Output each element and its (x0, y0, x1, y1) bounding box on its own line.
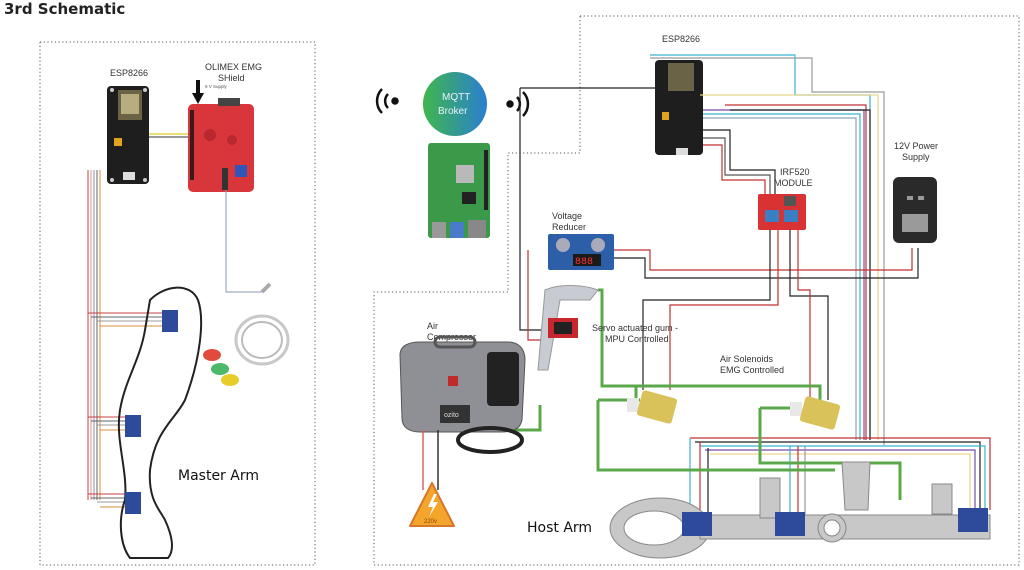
servo-air-gun (537, 285, 599, 371)
host-wire-harness (519, 54, 991, 515)
master-wire-bundle (87, 170, 163, 508)
voltage-reducer-label-2: Reducer (552, 222, 586, 232)
wifi-right-icon (506, 91, 530, 117)
air-solenoid-left (627, 390, 678, 424)
emg-electrode-cable (203, 282, 290, 386)
broker-label: Broker (438, 106, 468, 117)
voltage-reducer-label-1: Voltage (552, 211, 582, 221)
psu-label-1: 12V Power (894, 141, 938, 151)
master-esp-label: ESP8266 (110, 68, 148, 78)
mpu-sensor-forearm (125, 415, 141, 437)
mpu-sensor-host-end (958, 508, 988, 532)
compressor-label-1: Air (427, 321, 438, 331)
raspberry-pi-board (428, 143, 490, 238)
master-arm-label: Master Arm (178, 468, 259, 484)
emg-shield-label-1: OLIMEX EMG (205, 62, 262, 72)
mqtt-label: MQTT (442, 92, 470, 103)
host-arm-mechanism (609, 461, 991, 559)
air-compressor (399, 335, 526, 454)
arrow-down-icon (192, 80, 204, 104)
solenoid-label-1: Air Solenoids (720, 354, 774, 364)
voltage-reducer-board (548, 234, 614, 270)
mqtt-broker-group: MQTT Broker (375, 72, 530, 238)
host-arm-label: Host Arm (527, 520, 592, 536)
psu-label-2: Supply (902, 152, 930, 162)
air-solenoid-right (790, 396, 841, 430)
master-esp8266-board (107, 86, 149, 184)
emg-cable-wire (225, 190, 262, 293)
host-esp-label: ESP8266 (662, 34, 700, 44)
mpu-sensor-host-base (682, 512, 712, 536)
master-panel-border (39, 41, 316, 566)
wifi-left-icon (375, 88, 399, 114)
mqtt-broker-badge (423, 72, 487, 136)
servo-label-2: MPU Controlled (605, 334, 669, 344)
master-arm-panel: ESP8266 OLIMEX EMG SHield 9 V Supply (39, 41, 316, 566)
reducer-display: 888 (575, 257, 593, 268)
host-panel-border (373, 15, 1020, 566)
irf520-label-1: IRF520 (780, 167, 810, 177)
servo-label-1: Servo actuated gum - (592, 323, 678, 333)
supply-label: 9 V Supply (205, 84, 228, 89)
warning-label: 220v (424, 519, 437, 525)
irf520-module-board (758, 194, 806, 230)
solenoid-label-2: EMG Controlled (720, 365, 784, 375)
mpu-sensor-host-middle (775, 512, 805, 536)
irf520-label-2: MODULE (774, 178, 813, 188)
mpu-sensor-wrist (125, 492, 141, 514)
emg-shield-label-2: SHield (218, 73, 245, 83)
page-title: 3rd Schematic (4, 0, 126, 18)
compressor-brand: ozito (444, 412, 459, 419)
olimex-emg-shield-board (188, 98, 254, 192)
host-esp8266-board (655, 60, 703, 155)
power-supply-adapter (893, 177, 937, 243)
host-arm-panel: ESP8266 (373, 15, 1020, 566)
mpu-sensor-upper-arm (162, 310, 178, 332)
master-arm-outline (117, 286, 203, 559)
high-voltage-warning-icon (409, 482, 455, 527)
